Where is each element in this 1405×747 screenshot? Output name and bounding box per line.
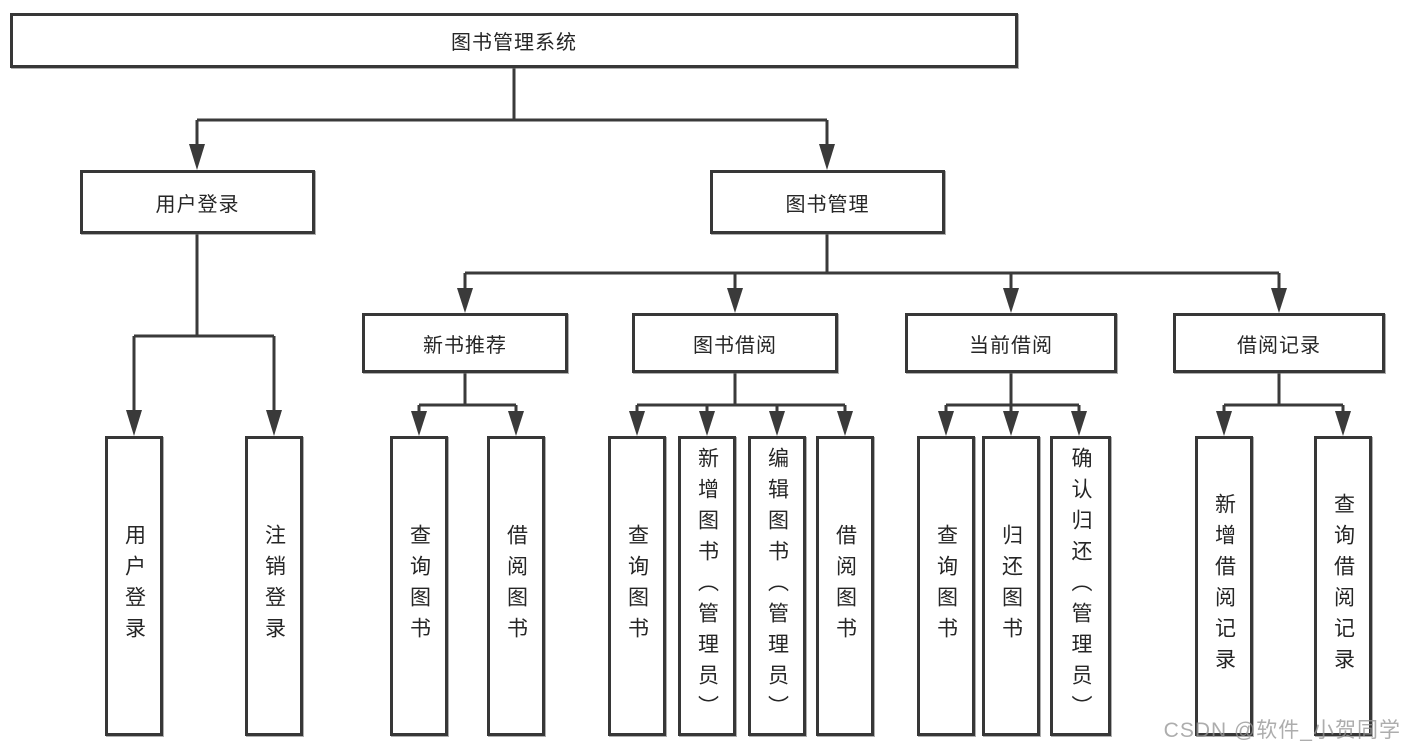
leaf-query-borrow-record: 查询借阅记录	[1314, 436, 1372, 736]
leaf-confirm-return-admin: 确认归还（管理员）	[1050, 436, 1111, 736]
node-book-management: 图书管理	[710, 170, 945, 234]
leaf-borrow-books-borrowing: 借阅图书	[816, 436, 874, 736]
node-root-label: 图书管理系统	[451, 32, 577, 54]
leaf-add-borrow-record: 新增借阅记录	[1195, 436, 1253, 736]
leaf-query-books-borrowing-label: 查询图书	[625, 524, 649, 648]
csdn-watermark: CSDN @软件_小贺同学	[1163, 719, 1401, 742]
leaf-add-books-admin: 新增图书（管理员）	[678, 436, 736, 736]
node-user-login-label: 用户登录	[155, 193, 240, 216]
leaf-edit-books-admin: 编辑图书（管理员）	[748, 436, 806, 736]
node-current-borrowing: 当前借阅	[905, 313, 1117, 373]
node-book-management-label: 图书管理	[785, 193, 870, 216]
leaf-return-books-label: 归还图书	[999, 524, 1023, 648]
node-borrowing-records: 借阅记录	[1173, 313, 1385, 373]
leaf-return-books: 归还图书	[982, 436, 1040, 736]
node-new-book-recommend: 新书推荐	[362, 313, 568, 373]
leaf-logout-label: 注销登录	[262, 524, 286, 648]
leaf-query-books-current: 查询图书	[917, 436, 975, 736]
leaf-user-login-label: 用户登录	[122, 524, 146, 648]
leaf-user-login: 用户登录	[105, 436, 163, 736]
leaf-borrow-books-borrowing-label: 借阅图书	[833, 524, 857, 648]
node-current-borrowing-label: 当前借阅	[969, 334, 1053, 357]
leaf-query-books-recommend: 查询图书	[390, 436, 448, 736]
node-book-borrowing-label: 图书借阅	[693, 334, 777, 357]
leaf-edit-books-admin-label: 编辑图书（管理员）	[765, 446, 789, 726]
leaf-logout: 注销登录	[245, 436, 303, 736]
leaf-query-books-current-label: 查询图书	[934, 524, 958, 648]
node-borrowing-records-label: 借阅记录	[1237, 334, 1321, 357]
leaf-add-borrow-record-label: 新增借阅记录	[1212, 493, 1236, 679]
node-new-book-recommend-label: 新书推荐	[423, 334, 507, 357]
node-root: 图书管理系统	[10, 13, 1018, 68]
leaf-query-books-recommend-label: 查询图书	[407, 524, 431, 648]
leaf-confirm-return-admin-label: 确认归还（管理员）	[1069, 446, 1092, 726]
node-book-borrowing: 图书借阅	[632, 313, 838, 373]
node-user-login: 用户登录	[80, 170, 315, 234]
leaf-query-borrow-record-label: 查询借阅记录	[1331, 493, 1355, 679]
leaf-add-books-admin-label: 新增图书（管理员）	[695, 446, 719, 726]
leaf-borrow-books-recommend: 借阅图书	[487, 436, 545, 736]
leaf-borrow-books-recommend-label: 借阅图书	[504, 524, 528, 648]
leaf-query-books-borrowing: 查询图书	[608, 436, 666, 736]
